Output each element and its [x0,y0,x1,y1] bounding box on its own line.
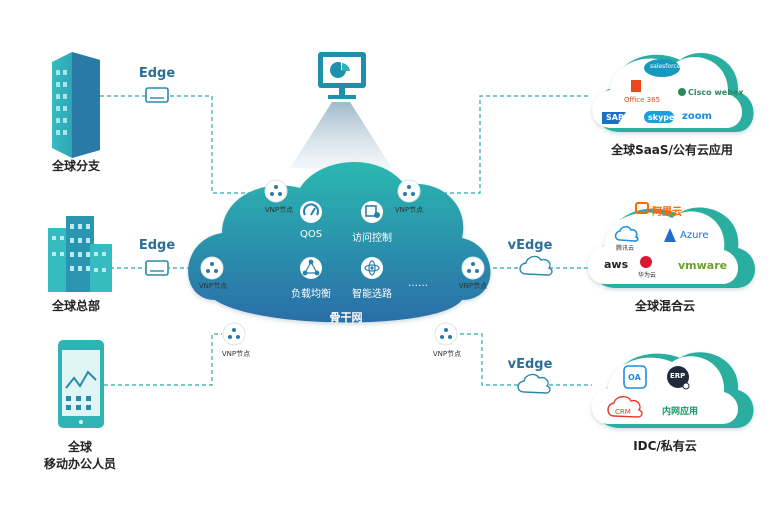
smart-routing-icon [361,257,383,279]
vnp-label: VNP节点 [198,282,228,290]
hq-building-icon [48,216,112,292]
skype-logo [644,111,674,123]
access-control-icon [361,201,383,223]
vnp-node-bottom-right [434,322,458,346]
salesforce-logo [644,59,680,77]
monitor-icon [290,52,392,168]
logo-aliyun: 阿里云 [652,207,682,218]
saas-label: 全球SaaS/公有云应用 [611,143,733,157]
vnp-label: VNP节点 [221,350,251,358]
logo-office365: Office 365 [624,96,661,104]
vnp-label: VNP节点 [264,206,294,214]
vnp-node-top-left [264,179,288,203]
office365-logo [631,80,641,92]
feature-access-control: 访问控制 [352,233,392,244]
edge-device-icon [145,87,169,103]
hq-label: 全球总部 [51,299,101,313]
logo-sap: SAP [606,113,624,122]
vnp-label: VNP节点 [394,206,424,214]
logo-azure: Azure [680,230,709,241]
vedge-cloud-icon [517,373,551,394]
logo-huawei: 华为云 [638,272,657,279]
vnp-label: VNP节点 [432,350,462,358]
vnp-node-bottom-left [222,322,246,346]
app-erp: ERP [670,372,686,380]
vnp-node-top-right [397,179,421,203]
line-saas [420,95,588,194]
qos-icon [300,201,322,223]
crm-app-icon [607,396,643,418]
backbone-cloud [188,161,491,323]
hybrid-cloud [587,207,756,288]
webex-logo [678,88,686,96]
tencent-cloud-logo [614,225,639,242]
branch-label: 全球分支 [51,159,101,173]
edge-label-mid: Edge [138,238,176,253]
feature-more: …… [408,278,428,289]
vnp-label: VNP节点 [458,282,488,290]
load-balance-icon [300,257,322,279]
vedge-cloud-icon [519,255,553,276]
logo-aws: aws [604,258,629,271]
app-intranet: 内网应用 [662,407,699,417]
mobile-label-line2: 移动办公人员 [43,457,117,471]
sap-logo [602,112,626,124]
logo-salesforce: salesforce [650,63,681,70]
vnp-node-mid-right [461,256,485,280]
feature-qos: QOS [299,229,323,240]
huawei-cloud-logo [640,256,652,268]
edge-label-top: Edge [138,66,176,81]
idc-label: IDC/私有云 [633,439,697,453]
logo-zoom: zoom [682,111,712,122]
mobile-label-line1: 全球 [67,440,93,454]
oa-app-icon [623,365,647,389]
feature-load-balance: 负载均衡 [291,289,331,300]
logo-skype: skype [648,113,675,122]
vedge-label-mid: vEdge [507,238,553,253]
edge-device-icon [145,260,169,276]
line-branch [100,95,262,194]
vedge-label-bot: vEdge [507,357,553,372]
app-oa: OA [628,373,641,382]
branch-building-icon [52,52,100,158]
feature-smart-routing: 智能选路 [352,289,392,300]
line-mobile [104,333,222,386]
logo-webex: Cisco webex [688,88,744,97]
tablet-icon [58,340,104,428]
azure-logo [664,228,676,242]
hybrid-label: 全球混合云 [634,299,696,313]
logo-tencent: 腾讯云 [616,245,635,252]
backbone-title: 骨干网 [329,311,363,324]
saas-cloud [592,53,754,132]
aliyun-logo [635,202,649,214]
erp-app-icon [667,366,690,390]
vnp-node-mid-left [200,256,224,280]
app-crm: CRM [615,408,631,416]
logo-vmware: vmware [678,259,728,272]
